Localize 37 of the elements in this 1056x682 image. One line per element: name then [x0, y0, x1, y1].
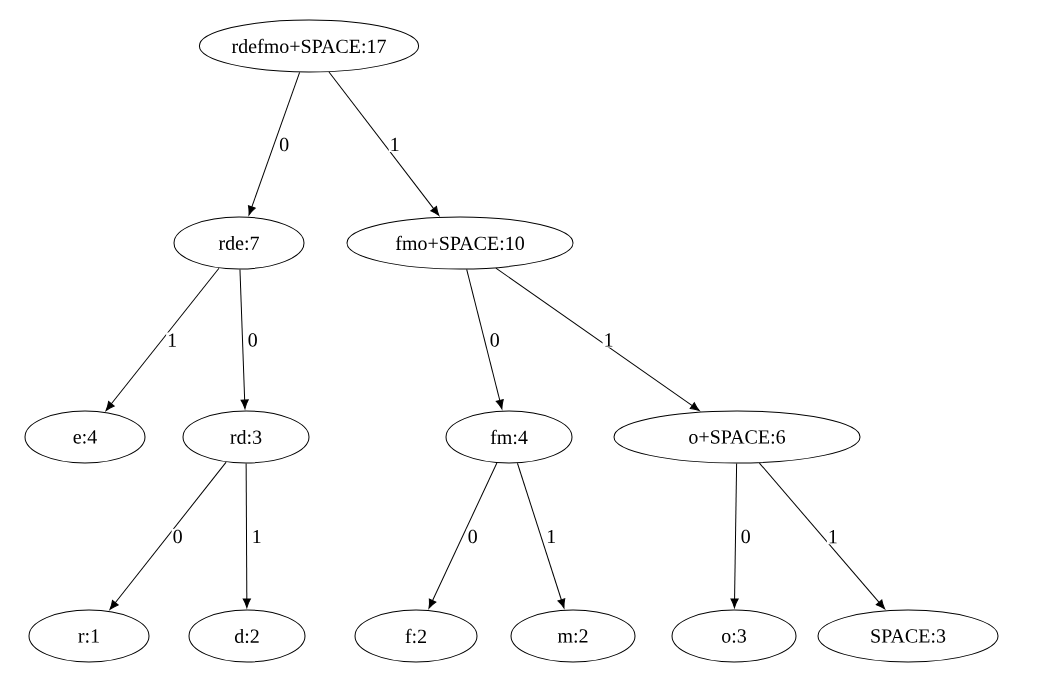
arrow: [428, 462, 498, 609]
arrow: [730, 463, 739, 609]
tree-node: f:2: [354, 609, 478, 663]
edge-label: 1: [602, 332, 615, 348]
arrow: [758, 462, 886, 610]
tree-node: rde:7: [173, 216, 305, 270]
tree-node: m:2: [510, 609, 636, 663]
tree-node: o:3: [671, 609, 797, 663]
edge-label: 1: [826, 529, 839, 545]
edge-label: 0: [466, 528, 479, 545]
edge-label: 0: [739, 528, 752, 545]
tree-node: e:4: [24, 410, 146, 464]
edge-label: 1: [166, 332, 179, 348]
edge-label: 0: [171, 528, 184, 545]
arrow: [247, 71, 301, 216]
arrow: [466, 268, 504, 410]
tree-node: d:2: [188, 609, 306, 663]
arrow: [105, 267, 220, 411]
arrow: [109, 461, 227, 610]
arrow: [328, 71, 440, 216]
tree-node: o+SPACE:6: [613, 410, 861, 464]
tree-node: r:1: [28, 609, 150, 663]
edge-label: 1: [250, 528, 263, 545]
arrow: [516, 462, 566, 609]
arrow: [242, 463, 251, 609]
tree-node: fm:4: [445, 410, 573, 464]
edge-label: 0: [246, 332, 259, 348]
arrow: [239, 269, 249, 410]
tree-node: SPACE:3: [817, 609, 999, 663]
edge-label: 0: [278, 136, 291, 153]
edge-label: 0: [488, 332, 501, 348]
tree-node: rd:3: [182, 410, 310, 464]
edge-label: 1: [545, 528, 558, 545]
tree-node: rdefmo+SPACE:17: [198, 19, 420, 73]
tree-node: fmo+SPACE:10: [346, 216, 574, 270]
arrow: [495, 267, 700, 412]
edge-label: 1: [388, 136, 401, 153]
